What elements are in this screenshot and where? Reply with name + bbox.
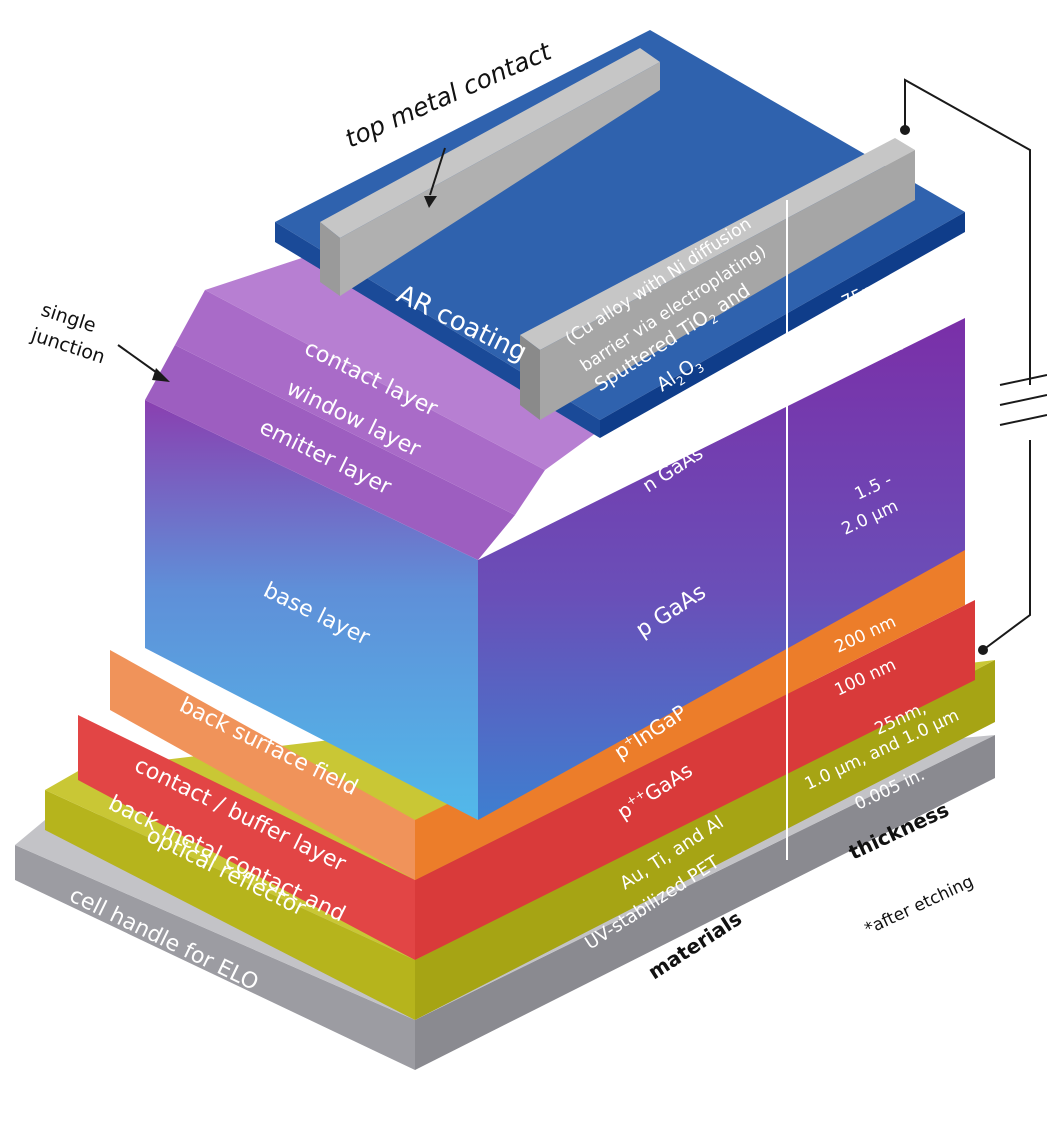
label-junction: junction (28, 324, 108, 369)
base-block (145, 252, 965, 820)
after-etching-note: *after etching (862, 872, 977, 940)
circuit-wire (904, 78, 1047, 651)
arrow-top-contact (424, 147, 446, 208)
terminal-bottom (978, 645, 988, 655)
arrow-single-junction (117, 344, 170, 382)
metal-finger-right (520, 138, 915, 420)
buffer-layer (78, 600, 975, 960)
bsf-layer (110, 548, 965, 880)
metal-finger-left (320, 48, 660, 296)
terminal-top (900, 125, 910, 135)
